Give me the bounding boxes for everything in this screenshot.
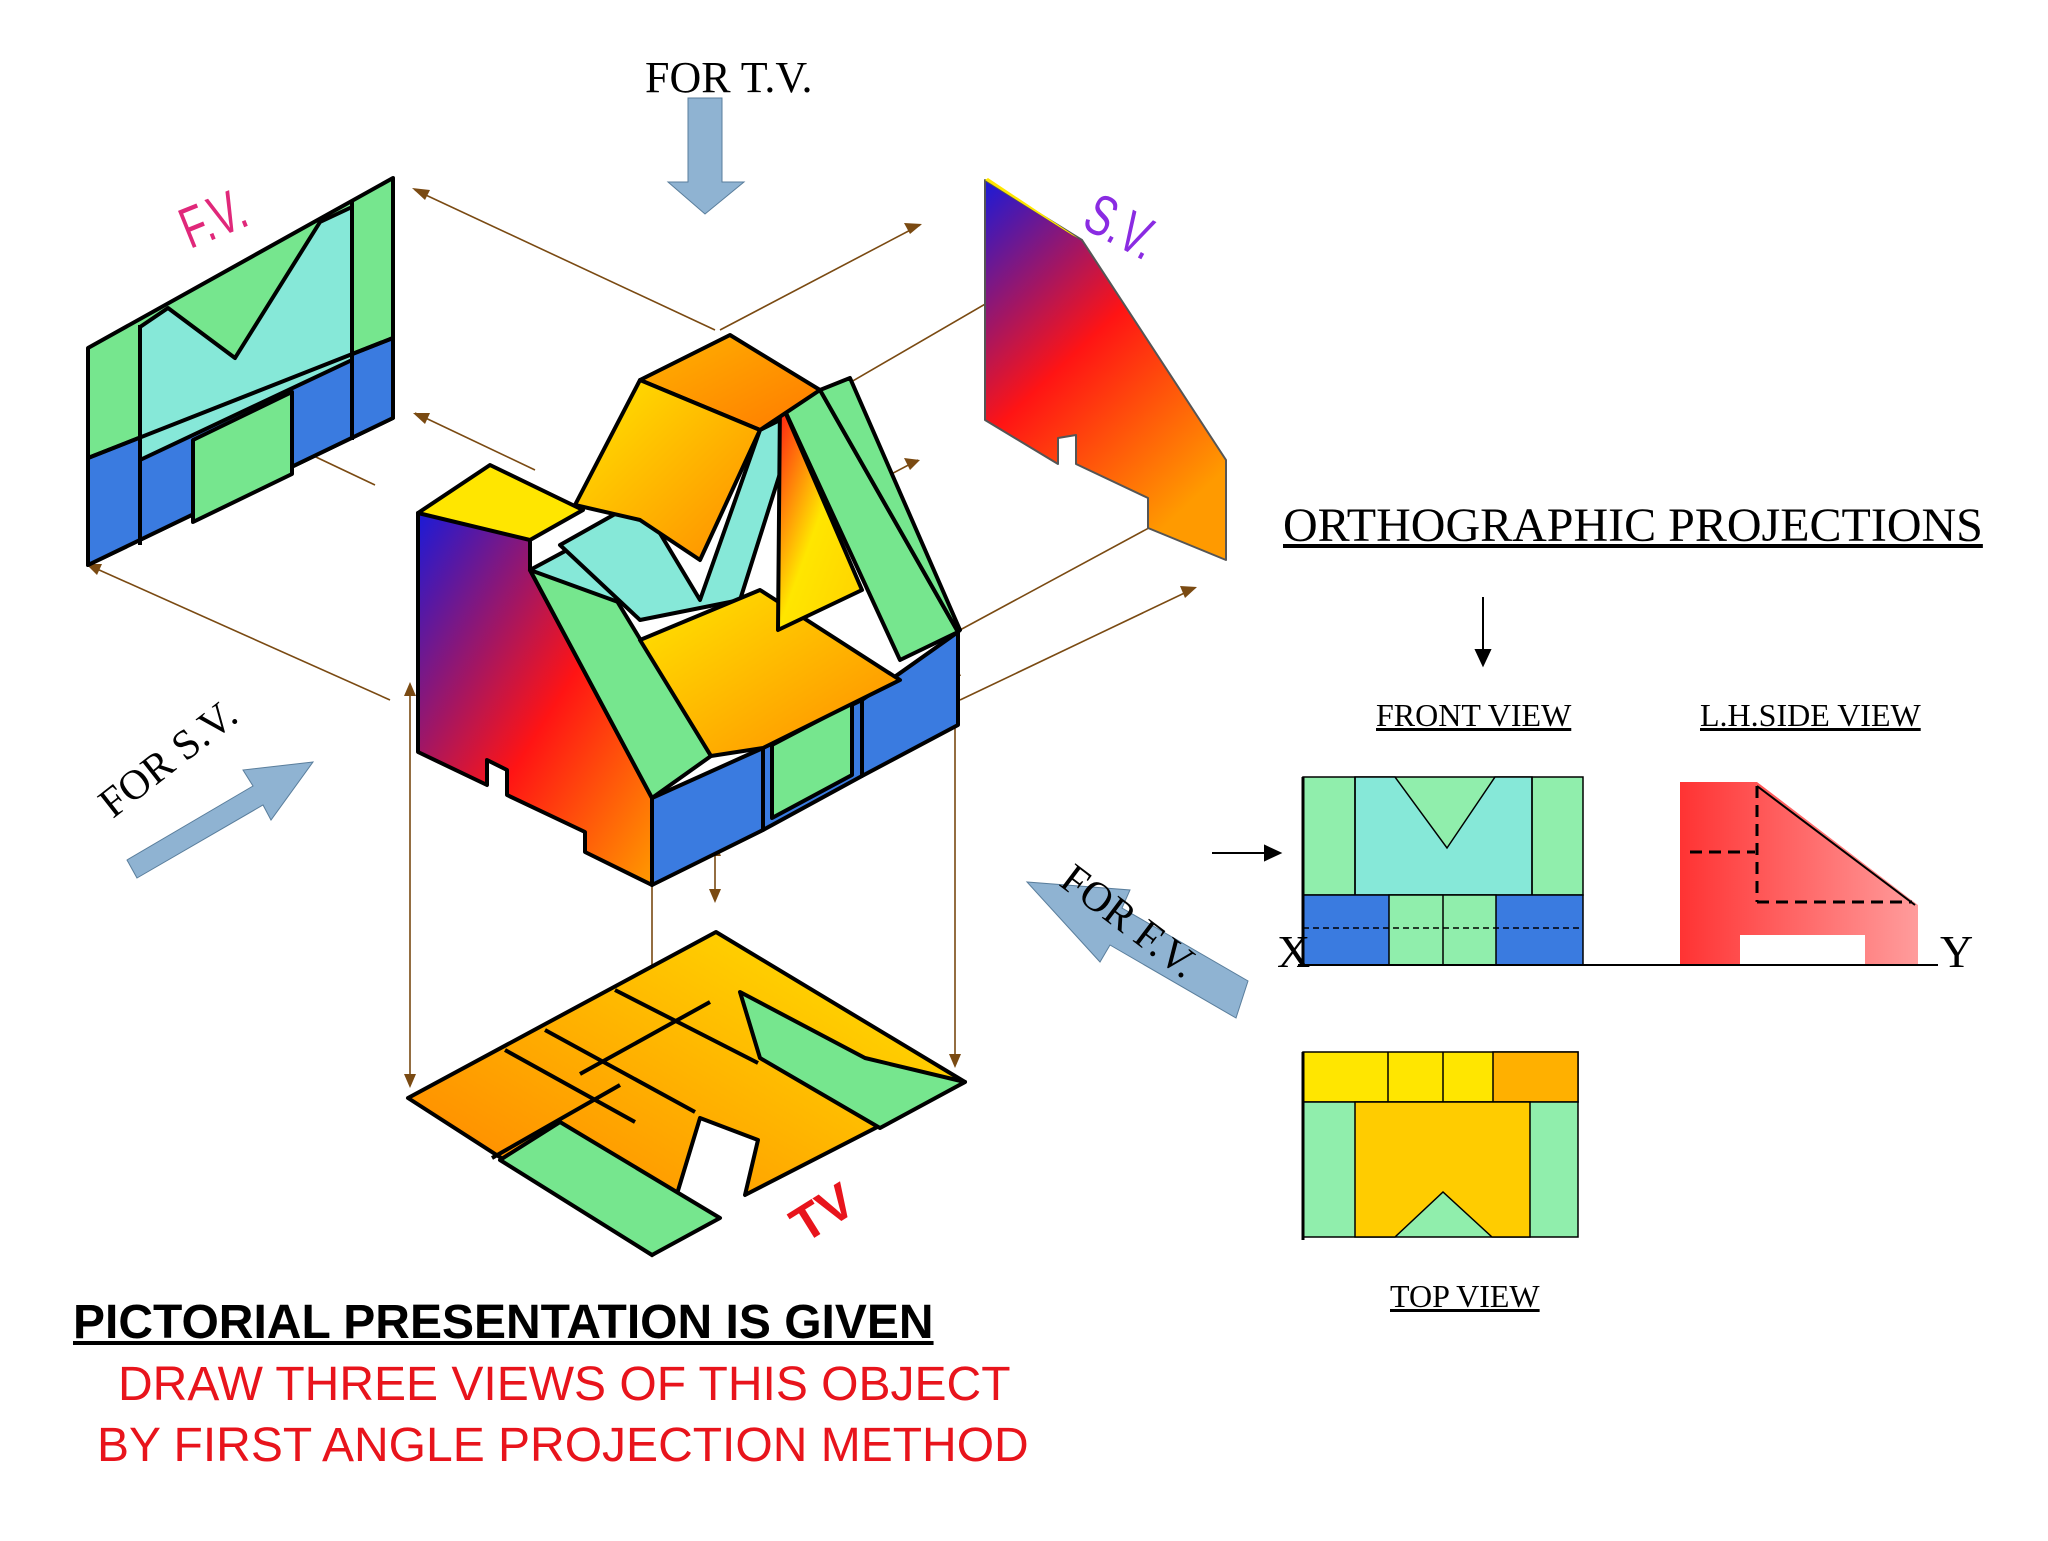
x-label: X [1277, 926, 1311, 977]
ortho-pointer-arrows [1212, 597, 1492, 862]
tv-plate [406, 930, 967, 1257]
ortho-front-view [1301, 776, 1584, 966]
caption-line-1: DRAW THREE VIEWS OF THIS OBJECT [118, 1358, 1011, 1411]
side-view-label: L.H.SIDE VIEW [1700, 697, 1921, 733]
front-view-label: FRONT VIEW [1376, 697, 1572, 733]
ortho-side-view [1680, 782, 1918, 965]
ortho-title: ORTHOGRAPHIC PROJECTIONS [1283, 499, 1983, 552]
y-label: Y [1940, 926, 1974, 977]
top-view-label: TOP VIEW [1390, 1278, 1540, 1314]
caption-line-2: BY FIRST ANGLE PROJECTION METHOD [97, 1419, 1029, 1472]
arrow-for-tv [666, 97, 746, 215]
arrow-for-fv [1025, 881, 1249, 1019]
pictorial-object [416, 333, 962, 887]
projector-lines [87, 189, 1196, 1255]
sv-panel [984, 178, 1227, 561]
fv-panel [86, 176, 395, 567]
caption-heading: PICTORIAL PRESENTATION IS GIVEN [73, 1296, 934, 1349]
for-tv-label: FOR T.V. [645, 53, 813, 102]
arrow-for-sv [126, 761, 315, 879]
ortho-top-view [1301, 1051, 1579, 1240]
